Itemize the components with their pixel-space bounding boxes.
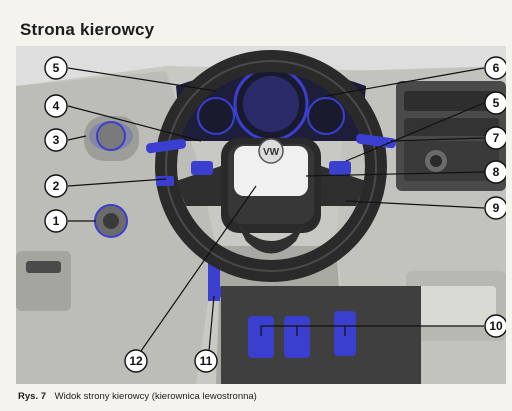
pedal-clutch bbox=[248, 316, 274, 358]
callout-7: 7 bbox=[493, 131, 500, 145]
callout-2: 2 bbox=[53, 179, 60, 193]
left-wheel-buttons bbox=[191, 161, 213, 175]
vw-logo bbox=[258, 138, 284, 164]
left-stalk bbox=[146, 138, 186, 154]
figure-caption-label: Rys. 7 bbox=[18, 391, 46, 402]
page-title: Strona kierowcy bbox=[20, 20, 155, 39]
callout-5-right: 5 bbox=[493, 96, 500, 110]
callout-6: 6 bbox=[493, 61, 500, 75]
callout-3: 3 bbox=[53, 133, 60, 147]
callout-12: 12 bbox=[129, 354, 143, 368]
callout-5-left: 5 bbox=[53, 61, 60, 75]
cockpit-drawing: VW bbox=[16, 46, 506, 384]
callout-4: 4 bbox=[53, 99, 60, 113]
driver-side-illustration: VW bbox=[16, 46, 506, 384]
figure-caption-text: Widok strony kierowcy (kierownica lewost… bbox=[54, 391, 257, 402]
pedal-brake bbox=[284, 316, 310, 358]
callout-10: 10 bbox=[489, 319, 503, 333]
callout-11: 11 bbox=[200, 354, 213, 368]
callout-9: 9 bbox=[493, 201, 500, 215]
figure-caption: Rys. 7 Widok strony kierowcy (kierownica… bbox=[18, 391, 257, 402]
callout-1: 1 bbox=[53, 214, 60, 228]
callout-8: 8 bbox=[493, 165, 500, 179]
right-wheel-buttons bbox=[329, 161, 351, 175]
logo-text: VW bbox=[263, 147, 280, 158]
